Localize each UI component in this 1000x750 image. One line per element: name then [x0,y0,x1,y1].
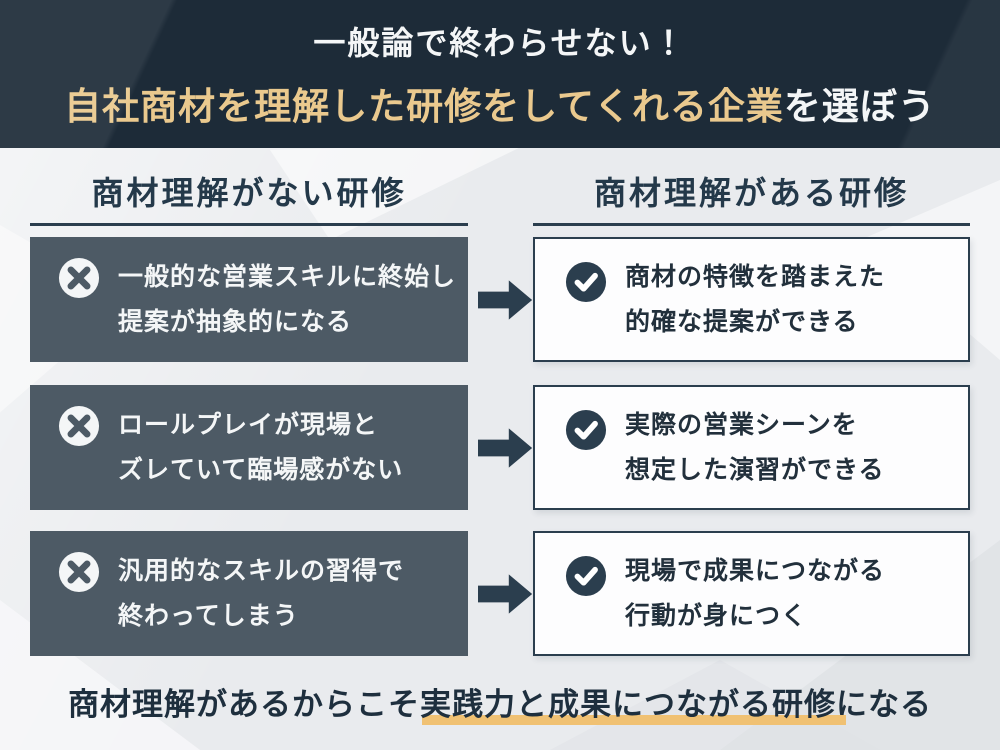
text-line: 汎用的なスキルの習得で [118,556,405,585]
arrow-right-icon [478,427,533,468]
text-line: ズレていて臨場感がない [118,455,404,484]
positive-item-text: 実際の営業シーンを 想定した演習ができる [625,403,885,493]
arrow-right-icon [478,573,533,614]
text-line: 行動が身につく [625,601,808,630]
text-line: 提案が抽象的になる [118,307,353,336]
negative-item-text: 汎用的なスキルの習得で 終わってしまう [118,549,404,639]
text-line: 現場で成果につながる [625,556,886,585]
text-line: 商材の特徴を踏まえた [625,262,886,291]
negative-item-box: 一般的な営業スキルに終始し 提案が抽象的になる [30,237,468,362]
positive-item-text: 現場で成果につながる 行動が身につく [625,549,885,639]
footer-conclusion: 商材理解があるからこそ実践力と成果につながる研修になる [0,679,1000,724]
negative-item-box: ロールプレイが現場と ズレていて臨場感がない [30,385,468,510]
column-title-without-understanding: 商材理解がない研修 [30,168,468,226]
check-icon [565,409,607,451]
header-title-line2: 自社商材を理解した研修をしてくれる企業を選ぼう [64,76,936,130]
text-line: 実際の営業シーンを [625,410,858,439]
positive-item-text: 商材の特徴を踏まえた 的確な提案ができる [625,255,885,345]
positive-item-box: 商材の特徴を踏まえた 的確な提案ができる [533,237,970,362]
comparison-row: ロールプレイが現場と ズレていて臨場感がない 実際の営業シーンを 想定した演習が… [30,385,970,510]
check-icon [565,261,607,303]
negative-item-text: ロールプレイが現場と ズレていて臨場感がない [118,403,403,493]
footer-underlined-text: 実践力と成果につながる研修 [420,687,836,722]
column-title-label: 商材理解がない研修 [91,175,407,211]
header-banner: 一般論で終わらせない！ 自社商材を理解した研修をしてくれる企業を選ぼう [0,0,1000,148]
text-line: 一般的な営業スキルに終始し [118,262,457,291]
negative-item-text: 一般的な営業スキルに終始し 提案が抽象的になる [118,255,456,345]
text-line: 的確な提案ができる [625,307,859,336]
header-title-rest: を選ぼう [783,86,936,127]
cross-icon [58,551,100,593]
check-icon [565,555,607,597]
column-title-label: 商材理解がある研修 [593,175,909,211]
comparison-row: 汎用的なスキルの習得で 終わってしまう 現場で成果につながる 行動が身につく [30,531,970,656]
column-title-with-understanding: 商材理解がある研修 [533,168,970,226]
footer-prefix: 商材理解があるからこそ [68,687,420,722]
text-line: 終わってしまう [118,601,299,630]
cross-icon [58,257,100,299]
comparison-row: 一般的な営業スキルに終始し 提案が抽象的になる 商材の特徴を踏まえた 的確な提案… [30,237,970,362]
arrow-right-icon [478,279,533,320]
negative-item-box: 汎用的なスキルの習得で 終わってしまう [30,531,468,656]
header-title-highlight: 自社商材を理解した研修をしてくれる企業 [64,86,784,127]
positive-item-box: 実際の営業シーンを 想定した演習ができる [533,385,970,510]
cross-icon [58,405,100,447]
header-title-line1: 一般論で終わらせない！ [313,25,687,61]
footer-suffix: になる [836,687,932,722]
positive-item-box: 現場で成果につながる 行動が身につく [533,531,970,656]
text-line: 想定した演習ができる [625,455,885,484]
text-line: ロールプレイが現場と [118,410,379,439]
